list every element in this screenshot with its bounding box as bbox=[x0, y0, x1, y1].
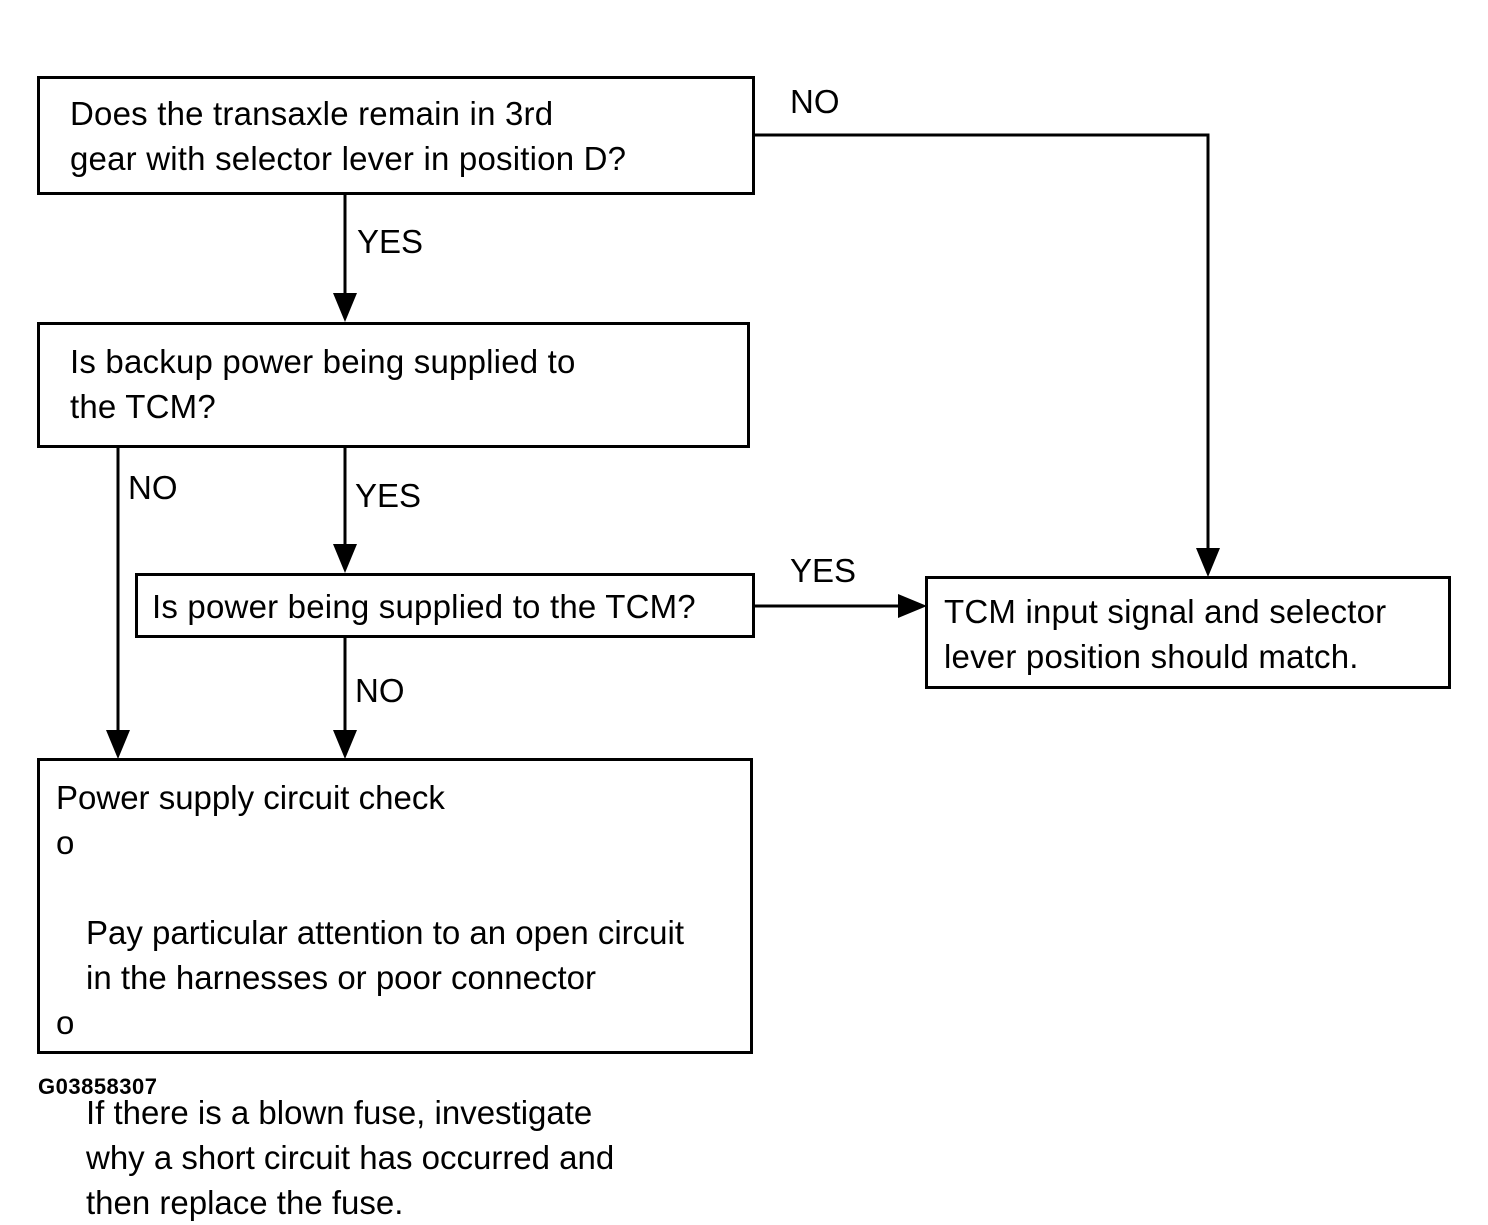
edge-q1-q2-arrowhead bbox=[333, 293, 357, 322]
action-box-power-supply-check: Power supply circuit check o Pay particu… bbox=[37, 758, 753, 1221]
action-bullet-text-open-circuit: Pay particular attention to an open circ… bbox=[86, 914, 685, 996]
decision-box-third-gear: Does the transaxle remain in 3rd gear wi… bbox=[37, 76, 755, 195]
bullet-mark: o bbox=[56, 1004, 75, 1041]
edge-label-q1-q2: YES bbox=[357, 223, 424, 260]
result-text-signal-match: TCM input signal and selector lever posi… bbox=[944, 593, 1387, 675]
bullet-mark: o bbox=[56, 824, 75, 861]
edge-q2-power-arrowhead bbox=[106, 730, 130, 759]
decision-text-power-supplied: Is power being supplied to the TCM? bbox=[152, 588, 696, 625]
edge-q3-power-arrowhead bbox=[333, 730, 357, 759]
action-bullet-text-blown-fuse: If there is a blown fuse, investigate wh… bbox=[86, 1094, 615, 1221]
edge-label-q2-power: NO bbox=[128, 469, 178, 506]
edge-q1-result-arrowhead bbox=[1196, 548, 1220, 577]
edge-label-q2-q3: YES bbox=[355, 477, 422, 514]
flowchart-connectors bbox=[106, 133, 1220, 759]
result-box-signal-match: TCM input signal and selector lever posi… bbox=[925, 576, 1451, 689]
action-heading-power-supply-check: Power supply circuit check bbox=[56, 779, 445, 816]
edge-label-q3-power: NO bbox=[355, 672, 405, 709]
action-bullet-open-circuit: o Pay particular attention to an open ci… bbox=[56, 820, 684, 1000]
edge-label-q3-result: YES bbox=[790, 552, 857, 589]
decision-text-backup-power: Is backup power being supplied to the TC… bbox=[70, 343, 576, 425]
decision-text-third-gear: Does the transaxle remain in 3rd gear wi… bbox=[70, 95, 627, 177]
figure-id: G03858307 bbox=[38, 1074, 158, 1099]
edge-q1-result-line bbox=[753, 133, 1210, 548]
edge-q3-result-arrowhead bbox=[898, 594, 927, 618]
action-bullet-blown-fuse: o If there is a blown fuse, investigate … bbox=[56, 1000, 684, 1225]
decision-box-power-supplied: Is power being supplied to the TCM? bbox=[135, 573, 755, 638]
action-bullet-list: o Pay particular attention to an open ci… bbox=[56, 820, 684, 1225]
decision-box-backup-power: Is backup power being supplied to the TC… bbox=[37, 322, 750, 448]
edge-label-q1-result: NO bbox=[790, 83, 840, 120]
edge-q2-q3-arrowhead bbox=[333, 544, 357, 573]
